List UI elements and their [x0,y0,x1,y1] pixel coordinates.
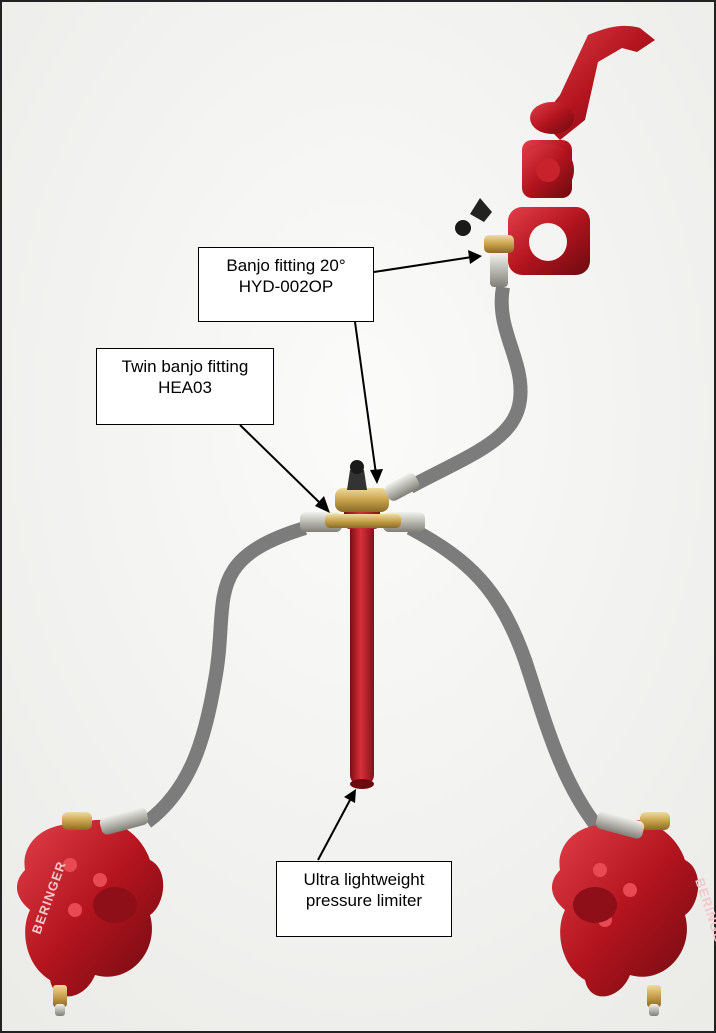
pressure-limiter-rod [350,520,374,785]
callout-limiter-line2: pressure limiter [285,890,443,911]
left-caliper-bolt-3 [68,903,82,917]
callout-twin-banjo-line2: HEA03 [105,377,265,398]
right-caliper-bolt-2 [623,883,637,897]
left-caliper-piston [93,887,137,923]
lever-pivot [530,102,574,134]
callout-pressure-limiter: Ultra lightweight pressure limiter [276,861,452,937]
reservoir-cap-center [536,158,560,182]
left-bleed-nipple-tip [55,1004,65,1016]
twin-banjo-crosspiece [325,514,401,528]
callout-banjo-fitting-20-line2: HYD-002OP [207,276,365,297]
center-bleed-cap [350,460,364,474]
right-bleed-nipple-tip [649,1004,659,1016]
twin-banjo-body [335,488,389,512]
left-bleed-nipple [53,985,67,1007]
right-banjo-fitting [640,812,670,830]
left-banjo-fitting [62,812,92,830]
callout-twin-banjo-line1: Twin banjo fitting [105,356,265,377]
top-banjo-ferrule [490,253,508,287]
callout-limiter-line1: Ultra lightweight [285,869,443,890]
right-caliper-piston [573,887,617,923]
left-caliper-bolt-2 [93,873,107,887]
bleed-nipple-cap [455,220,471,236]
right-bleed-nipple [647,985,661,1007]
callout-banjo-fitting-20: Banjo fitting 20° HYD-002OP [198,247,374,322]
limiter-end [350,779,374,789]
clamp-bore [529,223,567,261]
callout-banjo-fitting-20-line1: Banjo fitting 20° [207,255,365,276]
top-banjo-fitting [484,235,514,253]
callout-twin-banjo-fitting: Twin banjo fitting HEA03 [96,348,274,425]
right-caliper-bolt-1 [593,863,607,877]
